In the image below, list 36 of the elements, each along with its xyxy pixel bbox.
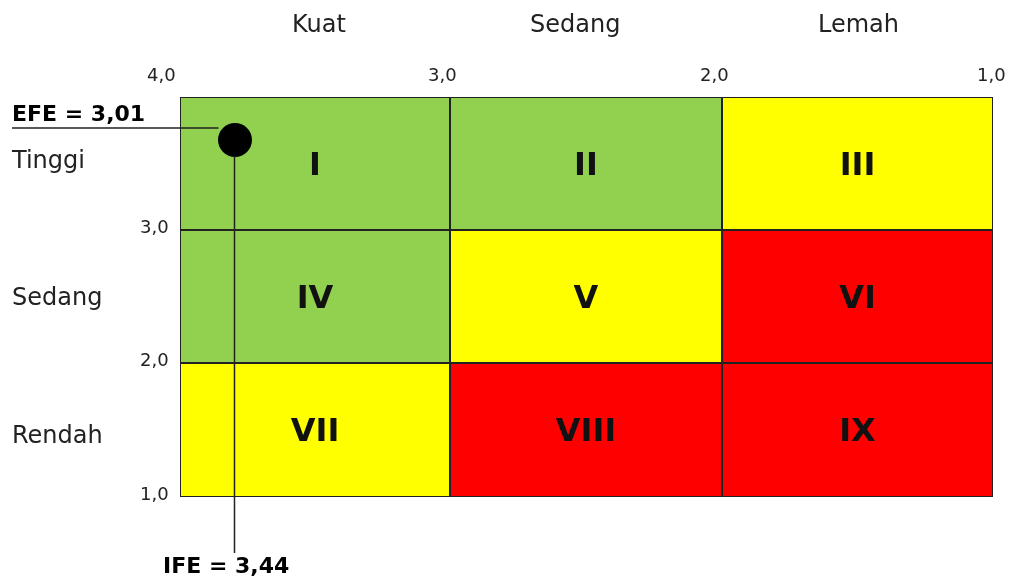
- row-header: Sedang: [12, 285, 103, 309]
- column-header: Lemah: [818, 12, 899, 36]
- cell-label: IX: [839, 411, 876, 449]
- row-header: Tinggi: [12, 148, 85, 172]
- matrix-cell: [180, 363, 450, 497]
- cell-label: IV: [296, 277, 334, 316]
- matrix-cell: [450, 97, 722, 230]
- axis-tick-label: 4,0: [147, 66, 176, 84]
- column-header: Sedang: [530, 12, 621, 36]
- matrix-cell: [722, 97, 993, 230]
- column-header: Kuat: [292, 12, 346, 36]
- axis-tick-label: 3,0: [428, 66, 457, 84]
- cell-label: II: [574, 144, 598, 183]
- cell-label: V: [573, 277, 599, 316]
- matrix-cell: [180, 97, 450, 230]
- position-dot: [217, 122, 252, 157]
- axis-tick-label: 3,0: [140, 218, 169, 236]
- score-label: IFE = 3,44: [163, 555, 290, 577]
- cell-label: VIII: [555, 411, 617, 449]
- leader-line: [233, 155, 236, 554]
- matrix-cell: [180, 230, 450, 363]
- matrix-cell: [722, 230, 993, 363]
- cell-label: I: [309, 144, 321, 183]
- axis-tick-label: 2,0: [700, 66, 729, 84]
- matrix-cell: [722, 363, 993, 497]
- axis-tick-label: 1,0: [977, 66, 1006, 84]
- cell-label: III: [839, 144, 876, 183]
- matrix-cell: [450, 363, 722, 497]
- score-label: EFE = 3,01: [12, 103, 146, 125]
- cell-label: VI: [839, 277, 876, 316]
- matrix-cell: [450, 230, 722, 363]
- axis-tick-label: 2,0: [140, 351, 169, 369]
- leader-line: [11, 127, 220, 129]
- cell-label: VII: [290, 411, 340, 449]
- axis-tick-label: 1,0: [140, 485, 169, 503]
- row-header: Rendah: [12, 423, 103, 447]
